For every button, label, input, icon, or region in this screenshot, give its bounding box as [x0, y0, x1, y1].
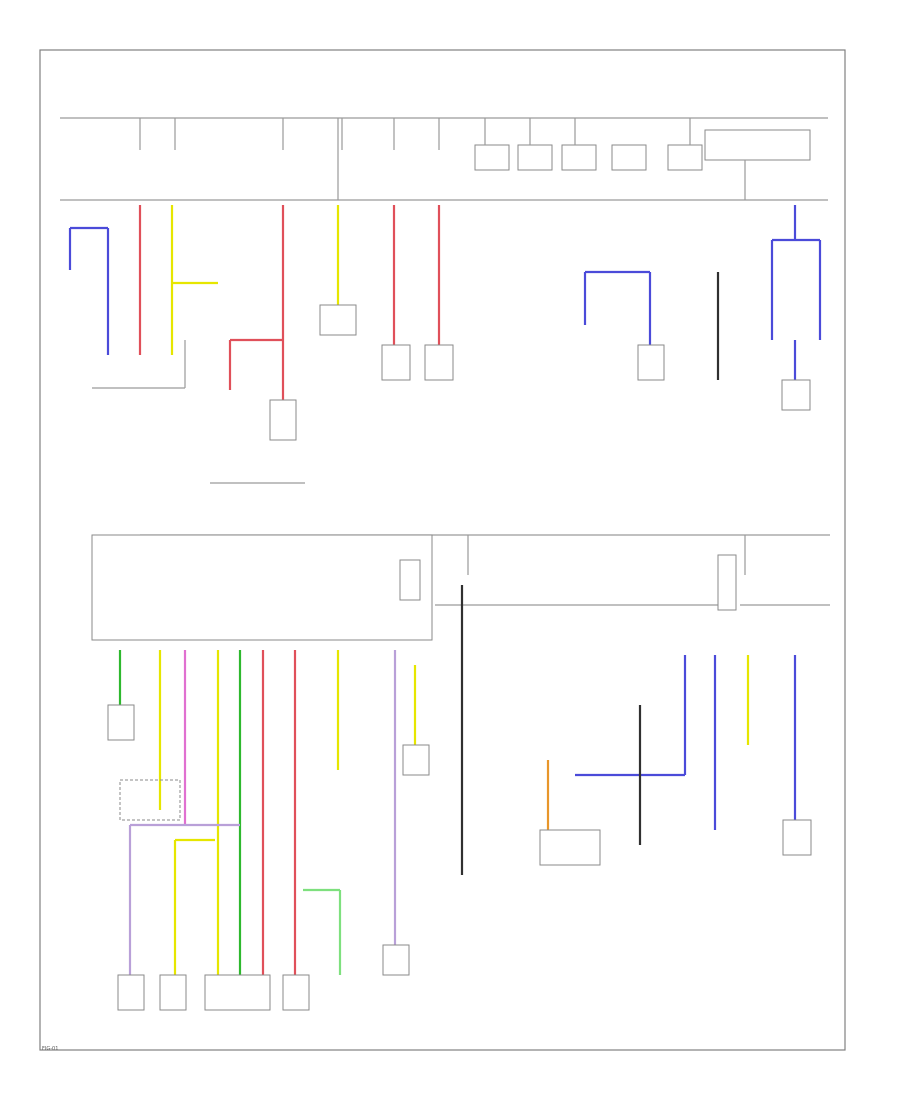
module-box-right-2	[781, 379, 811, 411]
upper-components	[92, 304, 454, 484]
sheet-id: FIG-01	[42, 1046, 58, 1052]
upper-fuses	[139, 118, 440, 150]
lower-components	[117, 779, 812, 1011]
lower-relays	[399, 535, 746, 611]
lower-distribution-box	[91, 534, 433, 641]
module-box-lower-2	[402, 744, 430, 776]
diagram-frame	[39, 49, 846, 1051]
module-box-right-1	[637, 344, 665, 381]
module-box-lower-1	[107, 704, 135, 741]
upper-relays	[474, 118, 811, 200]
